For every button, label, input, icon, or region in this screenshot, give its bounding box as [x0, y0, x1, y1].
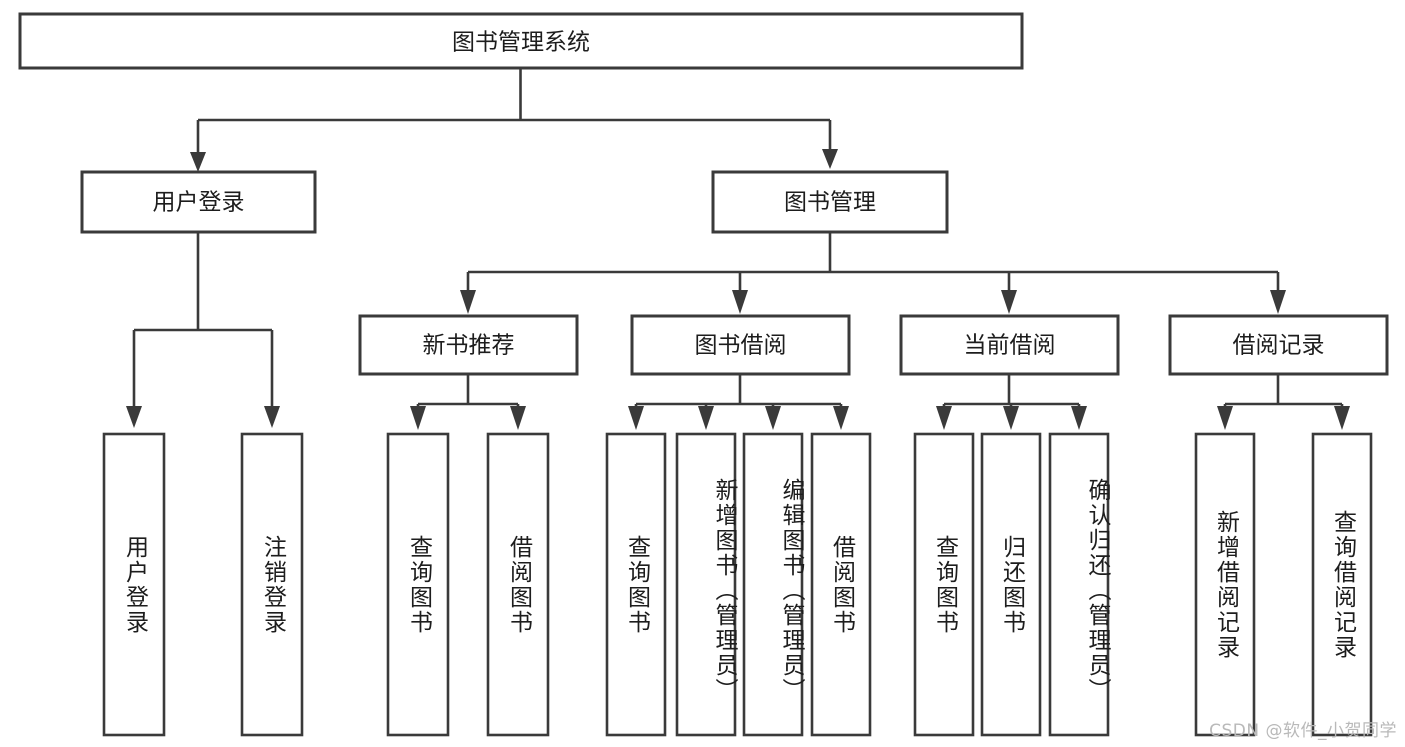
node-box-leaf-record-add[interactable] [1194, 432, 1256, 737]
arrow-head-newbook-c2 [510, 406, 526, 430]
node-box-leaf-current-return[interactable] [980, 432, 1042, 737]
arrow-head-login-c1 [126, 406, 142, 428]
arrow-head-bookborrow-c2 [698, 406, 714, 430]
node-label-borrow-record: 借阅记录 [1233, 333, 1325, 359]
node-box-leaf-newbook-borrow[interactable] [486, 432, 550, 737]
node-box-leaf-borrow-query[interactable] [605, 432, 667, 737]
node-box-leaf-borrow-edit[interactable] [742, 432, 804, 737]
arrow-head-bookborrow-c4 [833, 406, 849, 430]
arrow-head-currentborrow-c2 [1003, 406, 1019, 430]
node-label-current-borrow: 当前借阅 [964, 333, 1056, 359]
arrow-head-bookborrow-c1 [628, 406, 644, 430]
node-box-leaf-current-confirm[interactable] [1048, 432, 1110, 737]
node-box-leaf-borrow-lend[interactable] [810, 432, 872, 737]
arrow-head-currentborrow-c1 [936, 406, 952, 430]
node-layer: 图书管理系统 用户登录 图书管理 新书推荐 图书借阅 当前借阅 借阅记录 [18, 12, 1389, 737]
node-box-leaf-logout[interactable] [240, 432, 304, 737]
arrow-head-bookborrow-c3 [765, 406, 781, 430]
node-box-new-book-recommend[interactable] [358, 314, 579, 376]
arrow-head-bookmgmt [822, 149, 838, 169]
node-box-leaf-record-query[interactable] [1311, 432, 1373, 737]
edge-layer [126, 68, 1350, 430]
arrow-head-login [190, 152, 206, 172]
arrow-head-login-c2 [264, 406, 280, 428]
node-box-book-borrow[interactable] [630, 314, 851, 376]
arrow-head-currentborrow [1001, 290, 1017, 314]
arrow-head-borrowrecord-c2 [1334, 406, 1350, 430]
node-box-leaf-newbook-query[interactable] [386, 432, 450, 737]
node-box-user-login[interactable] [80, 170, 317, 234]
node-box-leaf-current-query[interactable] [913, 432, 975, 737]
node-label-book-management: 图书管理 [784, 190, 876, 216]
node-box-leaf-user-login[interactable] [102, 432, 166, 737]
arrow-head-bookborrow [732, 290, 748, 314]
node-box-leaf-borrow-add[interactable] [675, 432, 737, 737]
node-box-borrow-record[interactable] [1168, 314, 1389, 376]
watermark-text: CSDN @软件_小贺同学 [1209, 721, 1397, 741]
node-box-root[interactable] [18, 12, 1024, 70]
node-label-new-book-recommend: 新书推荐 [423, 333, 515, 359]
node-label-user-login: 用户登录 [153, 190, 245, 216]
node-label-book-borrow: 图书借阅 [695, 333, 787, 359]
node-label-root: 图书管理系统 [452, 30, 590, 56]
node-box-book-management[interactable] [711, 170, 949, 234]
arrow-head-borrowrecord-c1 [1217, 406, 1233, 430]
arrow-head-newbook-c1 [410, 406, 426, 430]
arrow-head-newbook [460, 290, 476, 314]
node-box-current-borrow[interactable] [899, 314, 1120, 376]
arrow-head-borrowrecord [1270, 290, 1286, 314]
arrow-head-currentborrow-c3 [1071, 406, 1087, 430]
